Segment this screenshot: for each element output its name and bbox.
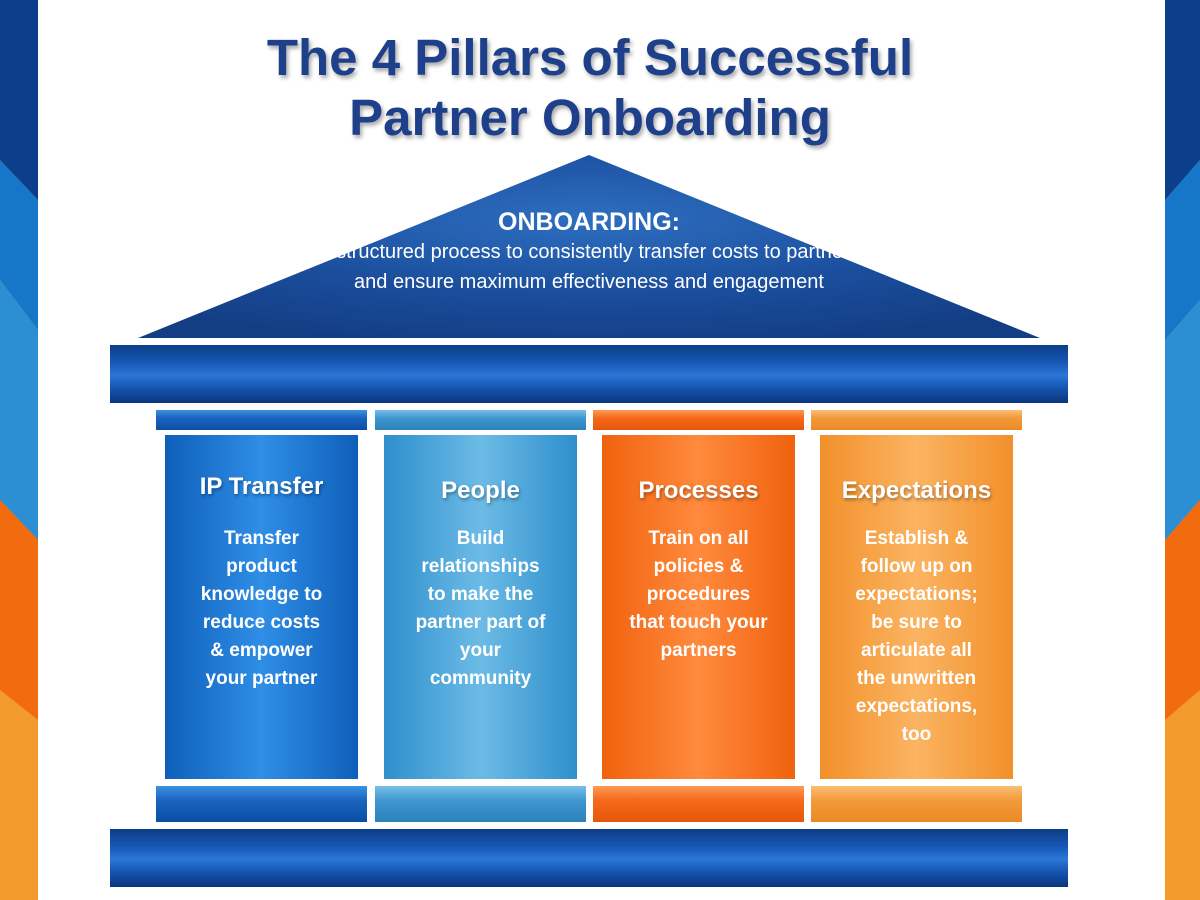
pillar-description: Train on all policies & procedures that … [629, 528, 768, 661]
pillar-title: IP Transfer [199, 473, 324, 500]
pillar-people: People Build relationships to make the p… [384, 435, 577, 779]
foundation-beam [110, 829, 1068, 887]
roof-heading: ONBOARDING: [498, 208, 680, 236]
page-title: The 4 Pillars of Successful Partner Onbo… [150, 28, 1030, 148]
right-side-stripe [1165, 0, 1200, 900]
pillar-expectations: Expectations Establish & follow up on ex… [820, 435, 1013, 779]
pillar-description: Establish & follow up on expectations; b… [855, 528, 978, 745]
pillar-base-ip-transfer [156, 786, 367, 822]
roof-triangle [138, 155, 1040, 338]
title-line-1: The 4 Pillars of Successful [266, 29, 914, 86]
pillar-title: Processes [638, 477, 759, 504]
pillar-base-expectations [811, 786, 1022, 822]
roof-description: A structured process to consistently tra… [318, 241, 860, 293]
pillar-title: People [441, 477, 520, 504]
pillar-base-processes [593, 786, 804, 822]
top-beam [110, 345, 1068, 403]
pillar-capital-ip-transfer [156, 410, 367, 430]
pillar-title: Expectations [841, 477, 992, 504]
pillar-description: Build relationships to make the partner … [415, 528, 546, 689]
title-line-2: Partner Onboarding [349, 89, 831, 146]
pillar-capital-people [375, 410, 586, 430]
left-side-stripe [0, 0, 38, 900]
pillar-processes: Processes Train on all policies & proced… [602, 435, 795, 779]
pillar-description: Transfer product knowledge to reduce cos… [200, 528, 323, 689]
pillar-base-people [375, 786, 586, 822]
pillar-ip-transfer: IP Transfer Transfer product knowledge t… [165, 435, 358, 779]
onboarding-roof: ONBOARDING: A structured process to cons… [138, 155, 1040, 340]
pillar-capital-expectations [811, 410, 1022, 430]
pillar-capital-processes [593, 410, 804, 430]
